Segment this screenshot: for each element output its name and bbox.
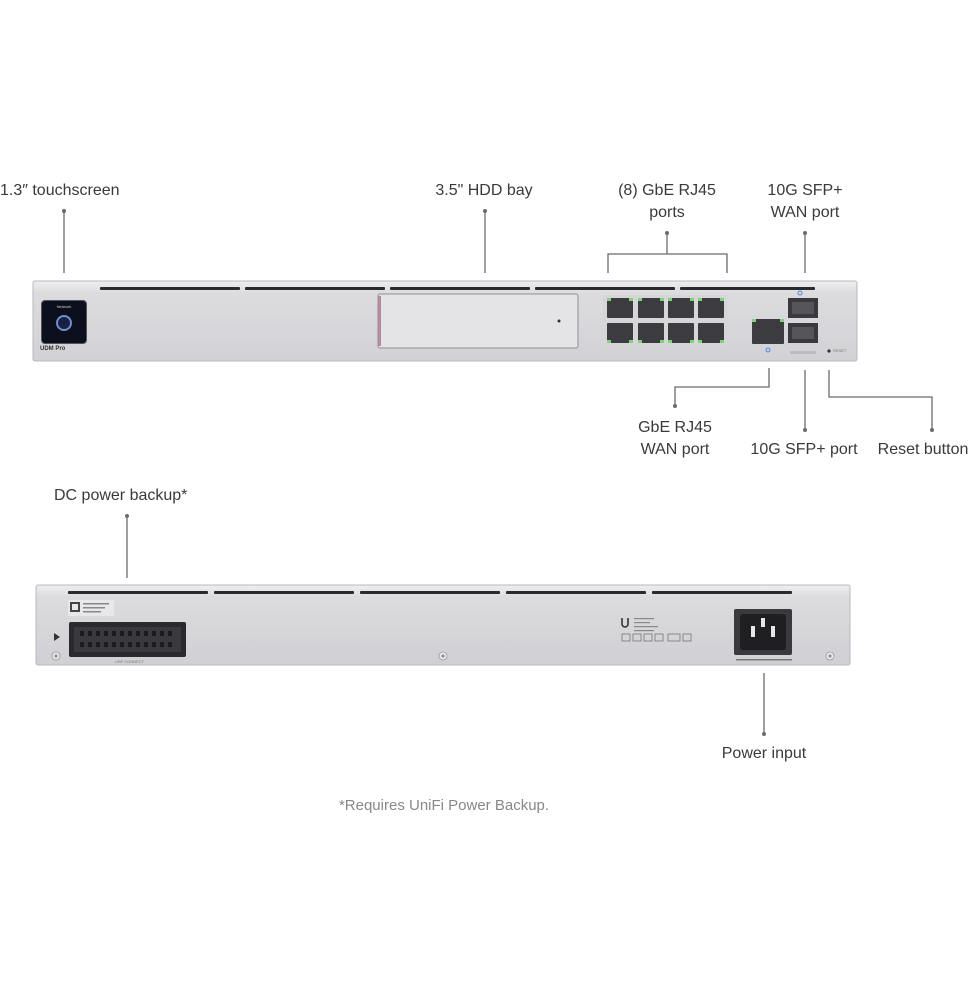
sfp-port-label: 10G SFP+ port: [750, 441, 858, 458]
power-input-label: Power input: [721, 745, 807, 762]
hdd-bay-label: 3.5" HDD bay: [435, 182, 533, 199]
reset-text: RESET: [833, 348, 847, 353]
gbe-ports-label-line2: ports: [649, 204, 685, 221]
touchscreen[interactable]: Network: [41, 300, 87, 344]
touchscreen-label: 1.3″ touchscreen: [0, 182, 120, 199]
screen-text: Network: [56, 304, 72, 309]
gbe-ports-label-line1: (8) GbE RJ45: [618, 182, 716, 199]
footnote: *Requires UniFi Power Backup.: [338, 797, 550, 814]
gbe-wan-label-line1: GbE RJ45: [638, 419, 712, 436]
dc-connector-text: USP CONNECT: [115, 659, 145, 664]
sfp-wan-label-line1: 10G SFP+: [767, 182, 843, 199]
dc-power-backup-label: DC power backup*: [54, 487, 188, 504]
reset-button-label: Reset button: [877, 441, 969, 458]
gbe-wan-label-line2: WAN port: [640, 441, 710, 458]
gbe-port-block: [603, 295, 727, 347]
screen-ring-icon: [56, 315, 72, 331]
sfp-wan-label-line2: WAN port: [770, 204, 840, 221]
front-brand-label: UDM Pro: [40, 346, 66, 352]
